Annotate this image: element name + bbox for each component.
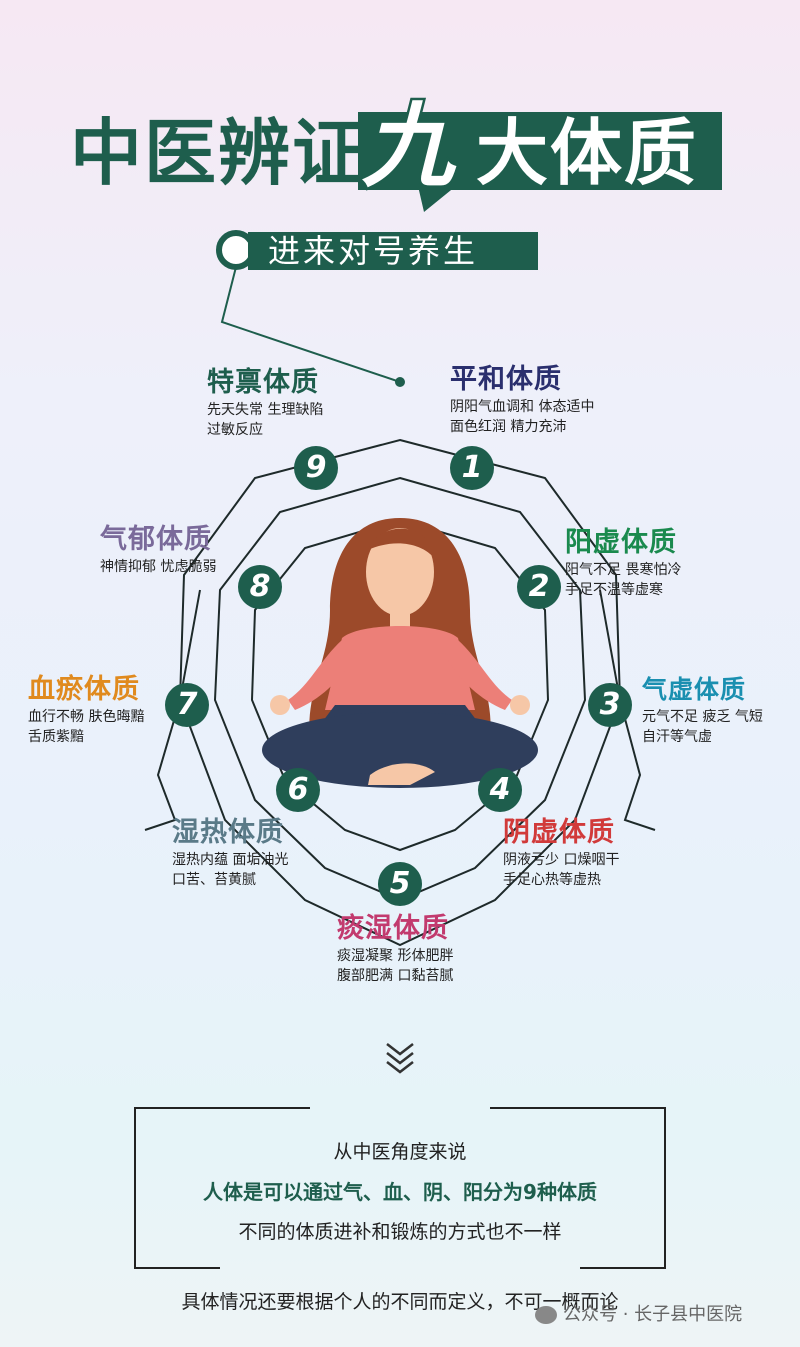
constitution-name: 湿热体质 bbox=[172, 817, 284, 848]
constitution-number-2: 2 bbox=[517, 565, 561, 609]
constitution-desc: 阴阳气血调和 体态适中 bbox=[450, 399, 595, 415]
constitution-desc: 口苦、苔黄腻 bbox=[172, 872, 256, 888]
constitution-name: 痰湿体质 bbox=[337, 913, 449, 944]
constitution-number-6: 6 bbox=[276, 768, 320, 812]
constitution-number-5: 5 bbox=[378, 862, 422, 906]
constitution-3: 气虚体质 元气不足 疲乏 气短 自汗等气虚 bbox=[642, 673, 763, 747]
info-line-1: 从中医角度来说 bbox=[333, 1141, 467, 1163]
constitution-desc: 先天失常 生理缺陷 bbox=[207, 402, 324, 418]
constitution-desc: 神情抑郁 忧虑脆弱 bbox=[100, 559, 217, 575]
chevron-down-icon bbox=[386, 1043, 414, 1074]
constitution-9: 特禀体质 先天失常 生理缺陷 过敏反应 bbox=[207, 366, 323, 440]
constitution-5: 痰湿体质 痰湿凝聚 形体肥胖 腹部肥满 口黏苔腻 bbox=[337, 912, 453, 986]
title-left: 中医辨证 bbox=[70, 111, 367, 195]
constitution-desc: 手足不温等虚寒 bbox=[565, 582, 663, 598]
constitution-8: 气郁体质 神情抑郁 忧虑脆弱 bbox=[100, 523, 216, 577]
constitution-desc: 痰湿凝聚 形体肥胖 bbox=[337, 948, 454, 964]
watermark: 公众号 · 长子县中医院 bbox=[535, 1300, 742, 1326]
constitution-desc: 手足心热等虚热 bbox=[503, 872, 601, 888]
title-right: 大体质 bbox=[476, 111, 699, 195]
constitution-name: 阴虚体质 bbox=[503, 817, 615, 848]
constitution-number-4: 4 bbox=[478, 768, 522, 812]
wechat-icon bbox=[535, 1306, 557, 1324]
constitution-desc: 自汗等气虚 bbox=[642, 729, 712, 745]
constitution-desc: 腹部肥满 口黏苔腻 bbox=[337, 968, 454, 984]
constitution-name: 血瘀体质 bbox=[28, 674, 140, 705]
constitution-number-3: 3 bbox=[588, 683, 632, 727]
info-line-3: 不同的体质进补和锻炼的方式也不一样 bbox=[238, 1221, 562, 1243]
constitution-number-9: 9 bbox=[294, 446, 338, 490]
info-line-2: 人体是可以通过气、血、阴、阳分为9种体质 bbox=[203, 1180, 597, 1204]
title-box bbox=[358, 112, 722, 190]
constitution-6: 湿热体质 湿热内蕴 面垢油光 口苦、苔黄腻 bbox=[172, 816, 288, 890]
title-tail bbox=[418, 186, 456, 212]
constitution-2: 阳虚体质 阳气不足 畏寒怕冷 手足不温等虚寒 bbox=[565, 526, 681, 600]
constitution-name: 阳虚体质 bbox=[565, 527, 677, 558]
constitution-name: 气郁体质 bbox=[100, 524, 212, 555]
constitution-desc: 面色红润 精力充沛 bbox=[450, 419, 567, 435]
footer-text: 具体情况还要根据个人的不同而定义，不可一概而论 bbox=[181, 1291, 619, 1313]
constitution-desc: 舌质紫黯 bbox=[28, 729, 84, 745]
constitution-number-1: 1 bbox=[450, 446, 494, 490]
constitution-number-8: 8 bbox=[238, 565, 282, 609]
constitution-desc: 湿热内蕴 面垢油光 bbox=[172, 852, 289, 868]
constitution-4: 阴虚体质 阴液亏少 口燥咽干 手足心热等虚热 bbox=[503, 816, 619, 890]
subtitle-box bbox=[248, 232, 538, 270]
constitution-number-7: 7 bbox=[165, 683, 209, 727]
constitution-name: 特禀体质 bbox=[207, 367, 319, 398]
constitution-1: 平和体质 阴阳气血调和 体态适中 面色红润 精力充沛 bbox=[450, 363, 594, 437]
constitution-desc: 血行不畅 肤色晦黯 bbox=[28, 709, 145, 725]
constitution-desc: 阳气不足 畏寒怕冷 bbox=[565, 562, 682, 578]
subtitle: 进来对号养生 bbox=[268, 232, 479, 270]
constitution-desc: 阴液亏少 口燥咽干 bbox=[503, 852, 620, 868]
watermark-text: 公众号 · 长子县中医院 bbox=[563, 1304, 743, 1325]
constitution-name: 平和体质 bbox=[450, 364, 562, 395]
constitution-desc: 元气不足 疲乏 气短 bbox=[642, 709, 763, 725]
constitution-desc: 过敏反应 bbox=[207, 422, 263, 438]
title-nine: 九 bbox=[359, 91, 456, 203]
constitution-7: 血瘀体质 血行不畅 肤色晦黯 舌质紫黯 bbox=[28, 673, 144, 747]
meditating-woman-illustration bbox=[262, 518, 538, 788]
constitution-name: 气虚体质 bbox=[642, 675, 747, 704]
